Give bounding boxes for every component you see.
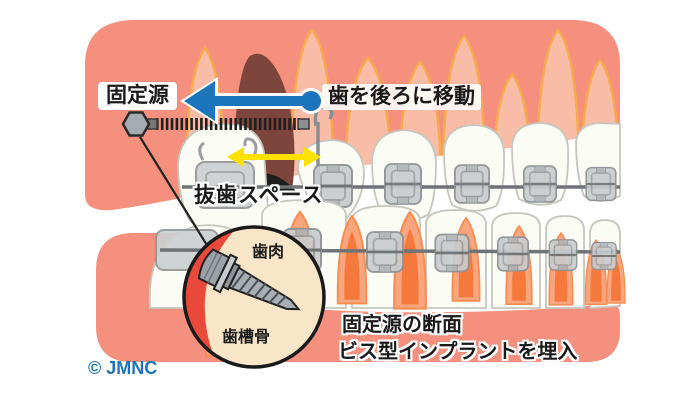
extraction-space-label: 抜歯スペース: [194, 184, 324, 207]
hex-screw-head-icon: [121, 111, 151, 137]
left-arrow-icon: [180, 77, 324, 125]
move-back-label: 歯を後ろに移動: [322, 84, 481, 111]
copyright-label: © JMNC: [88, 358, 158, 378]
inset-caption-line2: ビス型インプラントを埋入: [338, 341, 578, 363]
cross-section-inset: [182, 225, 326, 369]
anchorage-label: 固定源: [98, 82, 177, 111]
inset-caption-line1: 固定源の断面: [342, 314, 462, 336]
ligature-hook-icon: [243, 137, 258, 161]
upper-molar-band: [195, 137, 258, 209]
double-arrow-icon: [227, 147, 321, 167]
screw-implant-icon: [197, 248, 301, 311]
inset-pointer-line: [139, 136, 211, 251]
gingiva-label: 歯肉: [252, 244, 285, 261]
alveolar-bone-label: 歯槽骨: [222, 329, 271, 346]
